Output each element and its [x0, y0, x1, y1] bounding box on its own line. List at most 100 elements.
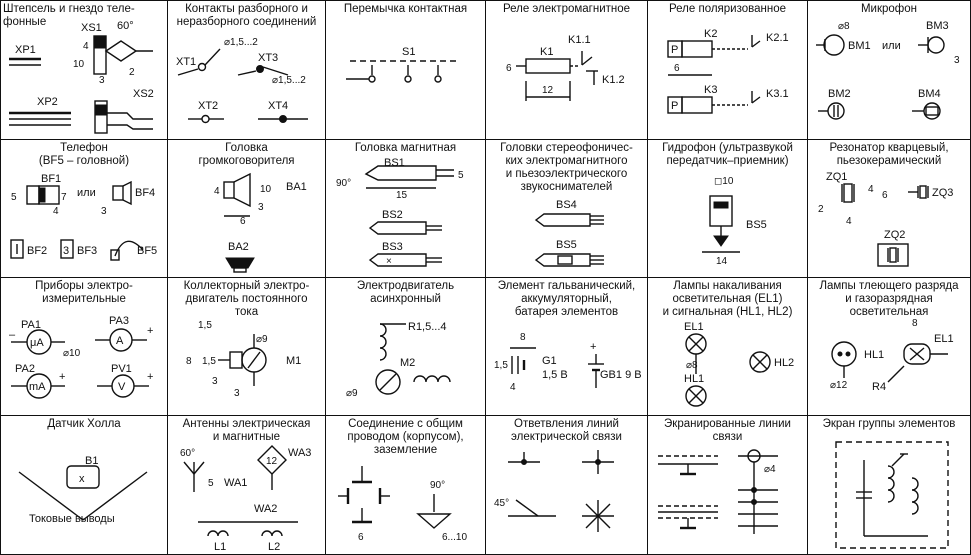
label-bm4: BM4 — [918, 88, 941, 100]
label-bs2: BS2 — [382, 209, 403, 221]
label-hl2: HL2 — [774, 357, 794, 369]
label-k2: K2 — [704, 28, 717, 40]
cell-gidrofon: Гидрофон (ультразвукой передатчик–приемн… — [648, 140, 808, 278]
dim-6: 6 — [882, 190, 888, 201]
cell-title: Элемент гальванический, аккумуляторный, … — [497, 280, 636, 318]
label-l2: L2 — [268, 541, 280, 553]
cell-title: Экран группы элементов — [822, 418, 956, 430]
label-angle: 90° — [336, 178, 351, 189]
label-el1: EL1 — [684, 321, 704, 333]
label-k1: K1 — [540, 46, 553, 58]
label-pv1: PV1 — [111, 363, 132, 375]
dim-6: 6 — [240, 216, 246, 227]
jumper-symbol: S1 — [346, 46, 460, 83]
label-r4: R4 — [872, 381, 886, 393]
dim-12: 12 — [542, 85, 554, 96]
cell-rezonator: Резонатор кварцевый, пьезокерамический Z… — [808, 140, 971, 278]
cell-title: Экранированные линии связи — [664, 418, 791, 443]
dim-1-5: 1,5 — [198, 320, 212, 331]
label-k11: K1.1 — [568, 34, 591, 46]
dim-12: 12 — [266, 456, 278, 467]
label-bm3: BM3 — [926, 20, 949, 32]
label-hl1: HL1 — [864, 349, 884, 361]
dim-10: 10 — [260, 184, 272, 195]
cell-golovka-mag: Головка магнитная BS1 90° 5 15 BS2 BS3 × — [326, 140, 486, 278]
ac-motor-symbol: R1,5...4 M2 ⌀9 — [346, 321, 451, 399]
cell-shtepsel: Штепсель и гнездо теле- фонные XP1 XS1 6… — [0, 0, 168, 140]
battery-symbol: 8 1,5 G1 1,5 В 4 + GB1 9 B — [494, 332, 642, 393]
label-bf3: BF3 — [77, 245, 97, 257]
resonator-symbol: ZQ1 4 6 ZQ3 2 4 ZQ2 — [818, 171, 953, 267]
label-a: A — [116, 335, 124, 347]
dim-10: ◻10 — [714, 176, 734, 187]
label-zq1: ZQ1 — [826, 171, 847, 183]
sign-plus-3: + — [147, 371, 153, 383]
dim-dia-10: ⌀10 — [63, 348, 81, 359]
label-angle: 60° — [117, 20, 134, 32]
magnetic-head-symbol: BS1 90° 5 15 BS2 BS3 × — [336, 157, 464, 267]
cell-title: Соединение с общим проводом (корпусом), … — [347, 418, 464, 456]
cell-title: Ответвления линий электрической связи — [511, 418, 622, 443]
stereo-pickup-symbol: BS4 BS5 — [534, 199, 604, 267]
label-r: R1,5...4 — [408, 321, 447, 333]
dim-5: 5 — [11, 192, 17, 203]
dim-1-5b: 1,5 — [202, 356, 216, 367]
label-bf2: BF2 — [27, 245, 47, 257]
cell-title: Перемычка контактная — [343, 3, 468, 15]
cell-peremychka: Перемычка контактная S1 — [326, 0, 486, 140]
dim-3: 3 — [258, 202, 264, 213]
label-gb: GB1 9 B — [600, 369, 642, 381]
cell-kontakty: Контакты разборного и неразборного соеди… — [168, 0, 326, 140]
cell-title: Реле электромагнитное — [502, 3, 631, 15]
label-bf1: BF1 — [41, 173, 61, 185]
loudspeaker-symbol: 4 10 BA1 3 6 BA2 — [214, 172, 307, 273]
label-zq3: ZQ3 — [932, 187, 953, 199]
label-bm2: BM2 — [828, 88, 851, 100]
sign-plus-2: + — [59, 371, 65, 383]
dc-motor-symbol: 1,5 ⌀9 M1 8 1,5 3 3 — [186, 320, 301, 399]
dim-dia-8: ⌀8 — [838, 21, 850, 32]
label-ua: μA — [30, 337, 44, 349]
dim-4: 4 — [510, 382, 516, 393]
dim-dia-2: ⌀1,5...2 — [272, 75, 306, 86]
label-ili: или — [77, 187, 96, 199]
dim-6: 6 — [506, 63, 512, 74]
label-angle: 45° — [494, 498, 509, 509]
label-bs3: BS3 — [382, 241, 403, 253]
label-bs1: BS1 — [384, 157, 405, 169]
cell-ekran-linii: Экранированные линии связи ⌀4 — [648, 416, 808, 555]
label-k31: K3.1 — [766, 88, 789, 100]
dim-1-5: 1,5 — [494, 360, 508, 371]
label-m2: M2 — [400, 357, 415, 369]
label-pa3: PA3 — [109, 315, 129, 327]
cell-title: Датчик Холла — [47, 418, 121, 430]
label-xp1: XP1 — [15, 44, 36, 56]
cell-lampy: Лампы накаливания осветительная (EL1) и … — [648, 278, 808, 416]
shielded-lines-symbol: ⌀4 — [658, 449, 778, 534]
label-m1: M1 — [286, 355, 301, 367]
ground-symbol: 6 90° 6...10 — [338, 466, 467, 543]
cell-title: Электродвигатель асинхронный — [356, 280, 455, 305]
dim-4: 4 — [868, 184, 874, 195]
dim-6-10: 6...10 — [442, 532, 467, 543]
cell-antenny: Антенны электрическая и магнитные 60° 5 … — [168, 416, 326, 555]
label-bs4: BS4 — [556, 199, 577, 211]
label-el1: EL1 — [934, 333, 954, 345]
label-l1: L1 — [214, 541, 226, 553]
cell-kollektor: Коллекторный электро- двигатель постоянн… — [168, 278, 326, 416]
cell-lampy-tl: Лампы тлеющего разряда и газоразрядная о… — [808, 278, 971, 416]
dim-4: 4 — [214, 186, 220, 197]
dim-dia-9: ⌀9 — [256, 334, 268, 345]
label-b1: B1 — [85, 455, 98, 467]
dim-2: 2 — [818, 204, 824, 215]
dim-3: 3 — [954, 55, 960, 66]
dim-6: 6 — [674, 63, 680, 74]
label-xt2: XT2 — [198, 100, 218, 112]
dim-dia-4: ⌀4 — [764, 464, 776, 475]
label-hl1: HL1 — [684, 373, 704, 385]
dim-3: 3 — [101, 206, 107, 217]
cell-title: Лампы тлеющего разряда и газоразрядная о… — [819, 280, 959, 318]
cell-title: Головки стереофоничес- ких электромагнит… — [500, 142, 633, 193]
label-xp2: XP2 — [37, 96, 58, 108]
label-ili: или — [882, 40, 901, 52]
